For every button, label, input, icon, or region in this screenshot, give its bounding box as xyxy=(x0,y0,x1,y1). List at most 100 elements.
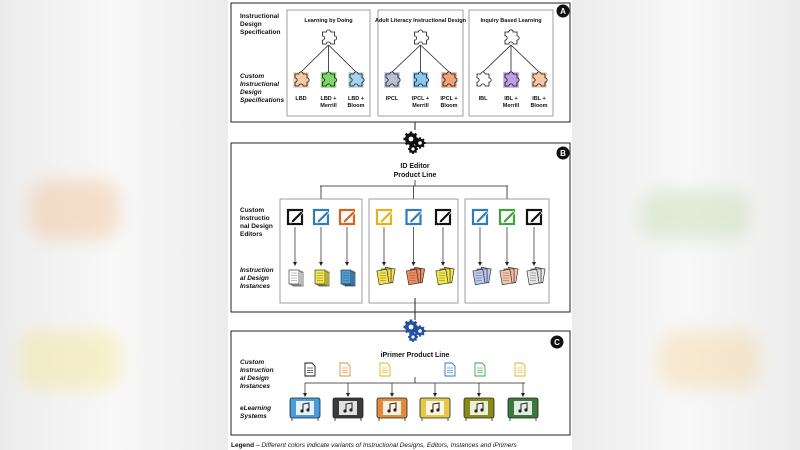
document-stack-icon xyxy=(435,266,455,286)
document-icon xyxy=(514,362,526,377)
custom-specs-label-line: Design xyxy=(240,89,262,96)
spec-connector xyxy=(391,44,421,73)
gear-icon xyxy=(403,319,426,342)
legend-label: Legend xyxy=(231,442,254,449)
instances-label-line: Instruction xyxy=(240,267,274,274)
document-stack-icon xyxy=(526,266,546,286)
puzzle-piece-icon xyxy=(414,29,430,45)
custom-spec-label: IPCL + xyxy=(412,96,429,102)
spec-connector xyxy=(510,44,540,73)
background-right xyxy=(572,0,800,450)
custom-spec-label: Merrill xyxy=(320,103,337,109)
custom-specs-label-line: Custom xyxy=(240,73,264,80)
document-icon xyxy=(474,362,486,377)
gear-icon xyxy=(403,131,426,154)
custom-spec-label: IPCL + xyxy=(440,96,457,102)
panel-b-title-line1: ID Editor xyxy=(400,163,429,170)
spec-label-line: Instructional xyxy=(240,13,279,20)
systems-label-line: eLearning xyxy=(240,405,271,412)
instances-label-line: al Design xyxy=(240,275,269,282)
document-icon xyxy=(339,362,351,377)
spec-group-title: Adult Literacy Instructional Design xyxy=(375,18,467,24)
systems-label-line: Systems xyxy=(240,413,267,420)
edit-icon xyxy=(338,208,356,226)
panel-b-frame xyxy=(230,142,571,313)
document-stack-icon xyxy=(340,269,356,287)
custom-spec-label: IBL + xyxy=(532,96,546,102)
edit-icon xyxy=(312,208,330,226)
legend: Legend – Different colors indicate varia… xyxy=(231,442,518,449)
elearning-system-icon xyxy=(332,397,364,421)
instances-label-line: Instances xyxy=(240,283,270,290)
elearning-system-icon xyxy=(289,397,321,421)
elearning-system-icon xyxy=(376,397,408,421)
spec-connector xyxy=(300,44,329,73)
custom-spec-label: LBD + xyxy=(348,96,364,102)
puzzle-piece-icon xyxy=(348,71,365,88)
background-blob xyxy=(30,180,120,240)
edit-icon xyxy=(525,208,543,226)
elearning-system-icon xyxy=(463,397,495,421)
puzzle-piece-icon xyxy=(384,71,401,88)
document-stack-icon xyxy=(472,266,492,286)
spec-connector xyxy=(420,44,450,73)
instances-label-line: Instances xyxy=(240,383,270,390)
custom-spec-label: Merrill xyxy=(412,103,429,109)
edit-icon xyxy=(471,208,489,226)
background-left xyxy=(0,0,228,450)
custom-spec-label: Bloom xyxy=(530,103,547,109)
custom-spec-label: IBL + xyxy=(504,96,518,102)
panel-c-marker xyxy=(550,335,564,349)
elearning-system-icon xyxy=(419,397,451,421)
editor-group xyxy=(368,186,459,304)
editor-group xyxy=(464,186,550,304)
custom-spec-label: Bloom xyxy=(347,103,364,109)
document-icon xyxy=(304,362,316,377)
panel-b-title-line2: Product Line xyxy=(394,172,437,179)
document-stack-icon xyxy=(406,266,425,286)
panel-c-marker-label: C xyxy=(554,338,560,347)
puzzle-piece-icon xyxy=(475,71,492,88)
panel-c-title: iPrimer Product Line xyxy=(381,352,450,359)
spec-connector xyxy=(482,44,512,73)
panel-c: C iPrimer Product Line CustomInstruction… xyxy=(230,330,571,436)
editors-label-line: nal Design xyxy=(240,223,273,230)
edit-icon xyxy=(434,208,452,226)
document-stack-icon xyxy=(499,266,519,286)
instances-label-line: Custom xyxy=(240,359,264,366)
edit-icon xyxy=(286,208,304,226)
background-blob xyxy=(660,330,760,390)
puzzle-piece-icon xyxy=(293,71,310,88)
panel-b: B ID Editor Product Line CustomInstructi… xyxy=(230,142,571,313)
custom-specs-label-line: Instructional xyxy=(240,81,279,88)
editors-label-line: Instructio xyxy=(240,215,270,222)
panel-a-marker xyxy=(556,4,570,18)
document-icon xyxy=(379,362,391,377)
puzzle-piece-icon xyxy=(412,71,430,88)
spec-group-title: Learning by Doing xyxy=(304,18,352,24)
document-icon xyxy=(444,362,456,377)
custom-specs-label-line: Specifications xyxy=(240,97,284,104)
document-stack-icon xyxy=(376,266,396,286)
custom-spec-label: IBL xyxy=(479,96,489,102)
puzzle-piece-icon xyxy=(504,29,520,45)
edit-icon xyxy=(405,208,422,226)
panel-a-marker-label: A xyxy=(560,7,566,16)
puzzle-piece-icon xyxy=(531,71,548,88)
editors-label-line: Editors xyxy=(240,231,263,238)
panel-c-frame xyxy=(230,330,571,436)
panel-b-marker-label: B xyxy=(560,149,566,158)
editor-group xyxy=(279,186,363,304)
custom-spec-label: LBD + xyxy=(320,96,336,102)
custom-spec-label: Merrill xyxy=(503,103,520,109)
